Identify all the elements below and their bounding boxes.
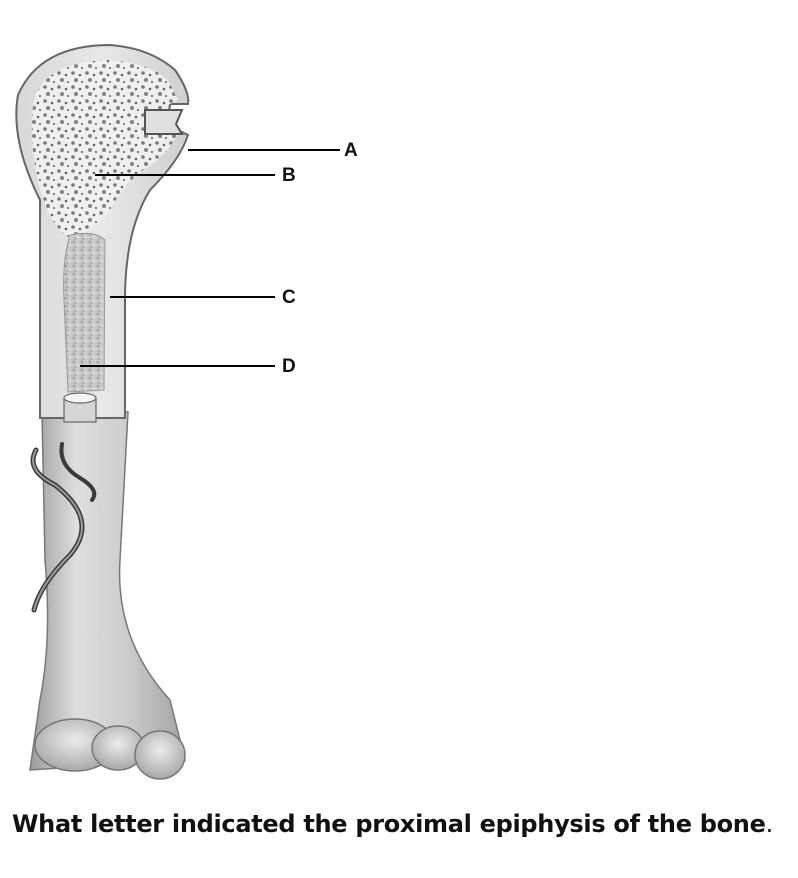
long-bone-diagram: A B C D xyxy=(15,43,358,780)
label-b: B xyxy=(282,165,296,186)
spongy-bone xyxy=(31,60,178,238)
question-text: What letter indicated the proximal epiph… xyxy=(12,810,773,838)
label-d: D xyxy=(282,356,296,377)
label-a: A xyxy=(344,140,358,161)
nutrient-vessel xyxy=(30,442,97,613)
bone-notch xyxy=(144,109,184,135)
cut-plug xyxy=(63,392,97,423)
medullary-cavity xyxy=(63,232,106,393)
question-body: What letter indicated the proximal epiph… xyxy=(12,810,766,838)
label-c: C xyxy=(282,287,296,308)
bone-shaft xyxy=(29,411,186,771)
distal-condyles xyxy=(34,718,186,780)
question-end: . xyxy=(765,810,774,838)
